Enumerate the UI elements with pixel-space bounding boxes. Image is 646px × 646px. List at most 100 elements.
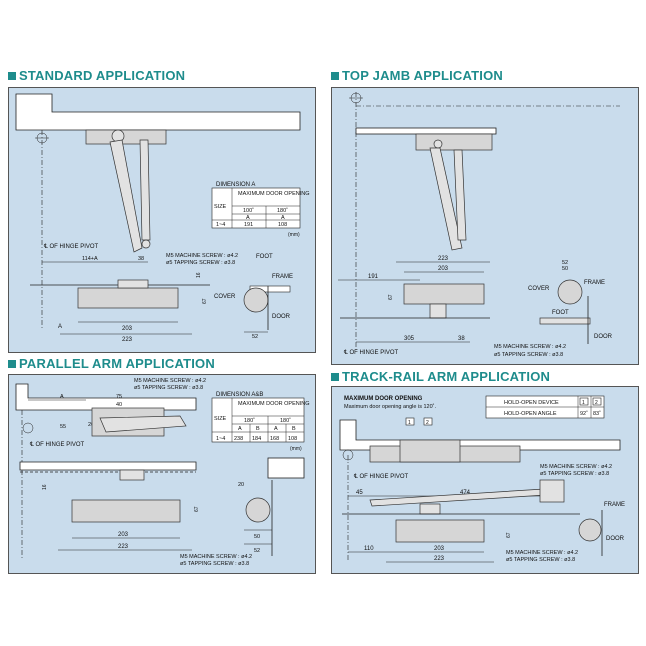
table-title: DIMENSION A — [216, 182, 255, 188]
parallel-drawing: M5 MACHINE SCREW : ø4.2 ø5 TAPPING SCREW… — [15, 378, 310, 567]
frame-label: FRAME — [604, 502, 625, 508]
parallel-title-text: PARALLEL ARM APPLICATION — [19, 356, 215, 371]
dim-67: 67 — [388, 294, 394, 300]
screw2-tap: ø5 TAPPING SCREW : ø3.8 — [180, 561, 249, 567]
trackrail-title: TRACK-RAIL ARM APPLICATION — [331, 369, 550, 384]
parallel-table: DIMENSION A&B MAXIMUM DOOR OPENING SIZE … — [211, 392, 310, 452]
closer-front — [77, 287, 179, 309]
screw2-tap: ø5 TAPPING SCREW : ø3.8 — [506, 557, 575, 563]
bullet-square-icon — [331, 373, 339, 381]
dim-67: 67 — [202, 298, 208, 304]
table-header: MAXIMUM DOOR OPENING — [238, 191, 310, 197]
hinge-pivot-label: ℄ OF HINGE PIVOT — [353, 474, 409, 480]
closer-front — [395, 519, 485, 543]
row-size: 1~4 — [216, 436, 225, 442]
pivot-mark-icon — [342, 449, 354, 461]
hinge-pivot-label: ℄ OF HINGE PIVOT — [29, 442, 85, 448]
foot-label: FOOT — [256, 254, 273, 260]
closer-body — [399, 439, 461, 463]
col-size: SIZE — [214, 416, 227, 422]
screw-m5: M5 MACHINE SCREW : ø4.2 — [166, 253, 238, 259]
dim-67: 67 — [506, 532, 512, 538]
screw2-m5: M5 MACHINE SCREW : ø4.2 — [180, 554, 252, 560]
standard-table: DIMENSION A MAXIMUM DOOR OPENING SIZE 10… — [211, 182, 310, 238]
screw2-m5: M5 MACHINE SCREW : ø4.2 — [506, 550, 578, 556]
dim-203: 203 — [122, 326, 133, 332]
main-arm — [429, 147, 463, 251]
parallel-arm — [99, 415, 187, 433]
trackrail-drawing: MAXIMUM DOOR OPENING Maximum door openin… — [339, 395, 625, 563]
screw-tap: ø5 TAPPING SCREW : ø3.8 — [494, 352, 563, 358]
dim-110: 110 — [364, 546, 374, 552]
dim-75: 75 — [116, 394, 122, 400]
trackrail-title-text: TRACK-RAIL ARM APPLICATION — [342, 369, 551, 384]
bullet-square-icon — [331, 72, 339, 80]
dim-223: 223 — [438, 256, 449, 262]
row-val-4: 108 — [288, 436, 297, 442]
hold-box-2: 2 — [595, 400, 598, 406]
dim-45: 45 — [356, 490, 363, 496]
door-label: DOOR — [272, 314, 291, 320]
dim-191: 191 — [368, 274, 379, 280]
row-val-2: 108 — [278, 222, 287, 228]
dim-203: 203 — [118, 532, 129, 538]
closer-body — [85, 129, 167, 145]
max-open-note: Maximum door opening angle is 120˚. — [344, 403, 436, 410]
angle-2: 180˚ — [280, 417, 291, 424]
standard-title-text: STANDARD APPLICATION — [19, 68, 186, 83]
closer-front — [403, 283, 485, 305]
table-title: DIMENSION A&B — [216, 392, 263, 398]
hinge-pivot-label: ℄ OF HINGE PIVOT — [43, 244, 99, 250]
dim-38: 38 — [458, 336, 465, 342]
sub-2: B — [256, 426, 260, 432]
frame-wall — [15, 93, 301, 131]
row-val-1: 191 — [244, 222, 253, 228]
sub-2: A — [281, 215, 285, 221]
row-val-3: 168 — [270, 436, 279, 442]
dim-26: 26 — [88, 422, 94, 428]
topjamb-title-text: TOP JAMB APPLICATION — [342, 68, 503, 83]
row-val-1: 238 — [234, 436, 243, 442]
dim-55: 55 — [60, 424, 66, 430]
screw-m5: M5 MACHINE SCREW : ø4.2 — [540, 464, 612, 470]
pivot-mark-icon — [22, 422, 34, 434]
dim-67: 67 — [194, 506, 200, 512]
bullet-square-icon — [8, 72, 16, 80]
cover-label: COVER — [214, 294, 236, 300]
closer-body — [415, 133, 493, 151]
hold-box-1: 1 — [582, 400, 585, 406]
top-jamb — [355, 127, 497, 135]
marker-1: 1 — [408, 420, 411, 426]
screw-m5: M5 MACHINE SCREW : ø4.2 — [494, 344, 566, 350]
dim-305: 305 — [404, 336, 415, 342]
standard-title: STANDARD APPLICATION — [8, 68, 185, 83]
dim-40: 40 — [116, 402, 122, 408]
unit-label: (mm) — [290, 446, 302, 452]
dim-20: 20 — [238, 482, 244, 488]
dim-203: 203 — [434, 546, 445, 552]
table-header: MAXIMUM DOOR OPENING — [238, 401, 310, 407]
sub-1: A — [238, 426, 242, 432]
dim-50: 50 — [254, 534, 260, 540]
dim-16: 16 — [196, 272, 202, 278]
side-closer-icon — [245, 497, 271, 523]
main-arm — [109, 139, 143, 253]
angle-2: 180˚ — [277, 207, 288, 214]
sub-3: A — [274, 426, 278, 432]
door-label: DOOR — [606, 536, 625, 542]
closer-front — [71, 499, 181, 523]
dim-223: 223 — [122, 337, 133, 343]
col-size: SIZE — [214, 204, 227, 210]
dim-38: 38 — [138, 256, 144, 262]
topjamb-title: TOP JAMB APPLICATION — [331, 68, 503, 83]
dim-223: 223 — [434, 556, 445, 562]
side-closer-icon — [557, 279, 583, 305]
hinge-pivot-label: ℄ OF HINGE PIVOT — [343, 350, 399, 356]
angle-1: 180˚ — [244, 417, 255, 424]
dim-52: 52 — [254, 548, 260, 554]
frame-label: FRAME — [272, 274, 293, 280]
dim-114a: 114+A — [82, 256, 98, 262]
row-size: 1~4 — [216, 222, 225, 228]
max-open-label: MAXIMUM DOOR OPENING — [344, 396, 423, 402]
unit-label: (mm) — [288, 232, 300, 238]
